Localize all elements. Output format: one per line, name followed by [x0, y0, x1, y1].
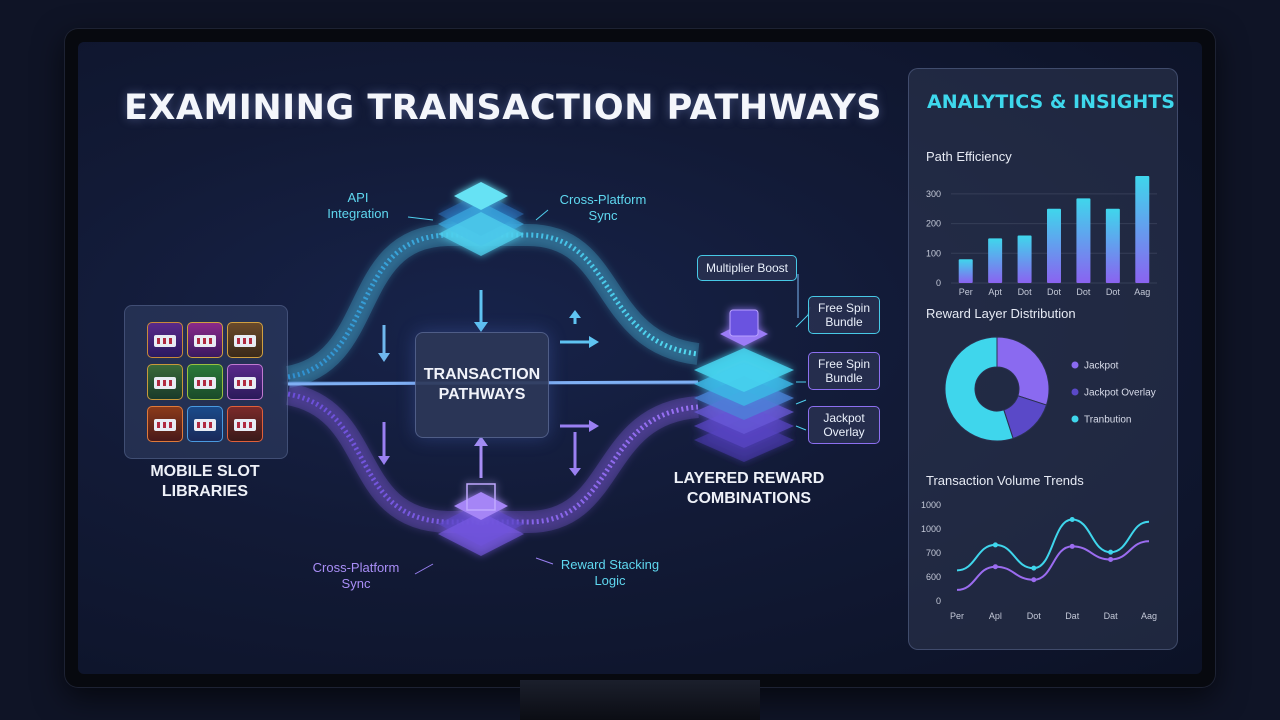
line-point — [1108, 556, 1114, 562]
bar-xtick-label: Dot — [1047, 287, 1062, 297]
pie-legend-swatch — [1071, 388, 1079, 396]
pie-slice — [996, 336, 1050, 406]
reward-stack — [694, 309, 794, 462]
bar-ytick-label: 100 — [926, 248, 941, 258]
bar-xtick-label: Dot — [1106, 287, 1121, 297]
line-xtick-label: Dat — [1104, 611, 1119, 621]
line-xtick-label: Dot — [1027, 611, 1042, 621]
pie-legend-label: Tranbution — [1084, 415, 1131, 426]
line-point — [1069, 543, 1075, 549]
bar-mark — [1105, 208, 1120, 283]
source-label: MOBILE SLOT LIBRARIES — [150, 463, 260, 500]
slot-thumbnail — [187, 364, 223, 400]
line-xtick-label: Dat — [1065, 611, 1080, 621]
line-ytick-label: 700 — [926, 548, 941, 558]
bar-mark — [1017, 235, 1032, 283]
bar-mark — [1047, 208, 1061, 283]
monitor-stand — [520, 680, 760, 720]
bar-xtick-label: Dot — [1018, 287, 1033, 297]
line-ytick-label: 1000 — [921, 500, 941, 510]
pathway-diagram — [285, 182, 811, 575]
line-xtick-label: Per — [950, 611, 964, 621]
line-ytick-label: 1000 — [921, 524, 941, 534]
slot-thumbnail — [147, 406, 183, 442]
pie-legend-swatch — [1071, 415, 1079, 423]
line-ytick-label: 0 — [936, 596, 941, 606]
analytics-panel: ANALYTICS & INSIGHTS Path Efficiency 300… — [908, 68, 1178, 650]
line-xtick-label: Aag — [1141, 611, 1157, 621]
slot-thumbnail — [227, 322, 263, 358]
page-title: EXAMINING TRANSACTION PATHWAYS — [124, 88, 882, 128]
slot-thumbnail — [147, 322, 183, 358]
bar-mark — [1135, 176, 1150, 283]
slot-thumbnail — [147, 364, 183, 400]
bar-ytick-label: 0 — [936, 278, 941, 288]
line-point — [1031, 565, 1037, 571]
flow-arrows — [378, 274, 799, 478]
bar-ytick-label: 200 — [926, 219, 941, 229]
bottom-hub — [438, 483, 524, 556]
slot-thumbnail — [187, 322, 223, 358]
line-point — [992, 542, 998, 548]
slot-library-grid — [124, 305, 288, 459]
bar-xtick-label: Aag — [1134, 287, 1150, 297]
transaction-pathways-node[interactable]: TRANSACTION PATHWAYS — [415, 332, 549, 438]
line-point — [992, 564, 998, 570]
line-series — [956, 540, 1150, 591]
bar-xtick-label: Dot — [1076, 287, 1091, 297]
line-xtick-label: Apl — [989, 611, 1002, 621]
panel-title: ANALYTICS & INSIGHTS — [927, 91, 1175, 113]
monitor-screen: EXAMINING TRANSACTION PATHWAYS MOBILE SL… — [78, 42, 1202, 674]
pie-slice — [944, 336, 1014, 442]
line-point — [1069, 517, 1075, 523]
slot-thumbnail — [227, 406, 263, 442]
volume-trends-title: Transaction Volume Trends — [926, 473, 1084, 488]
bar-xtick-label: Apt — [988, 287, 1002, 297]
bar-mark — [988, 238, 1003, 283]
pie-legend-swatch — [1071, 361, 1079, 369]
pie-legend-label: Jackpot Overlay — [1084, 388, 1156, 399]
multiplier-boost-tag[interactable]: Multiplier Boost — [697, 255, 797, 281]
slot-thumbnail — [227, 364, 263, 400]
path-efficiency-title: Path Efficiency — [926, 149, 1012, 164]
top-hub — [438, 182, 524, 256]
line-ytick-label: 600 — [926, 572, 941, 582]
bar-mark — [958, 259, 973, 283]
bar-xtick-label: Per — [959, 287, 973, 297]
line-point — [1031, 577, 1037, 583]
slot-thumbnail — [187, 406, 223, 442]
pie-legend-label: Jackpot — [1084, 361, 1119, 372]
line-point — [1108, 549, 1114, 555]
reward-distribution-title: Reward Layer Distribution — [926, 306, 1076, 321]
bar-ytick-label: 300 — [926, 189, 941, 199]
bar-mark — [1076, 198, 1091, 283]
